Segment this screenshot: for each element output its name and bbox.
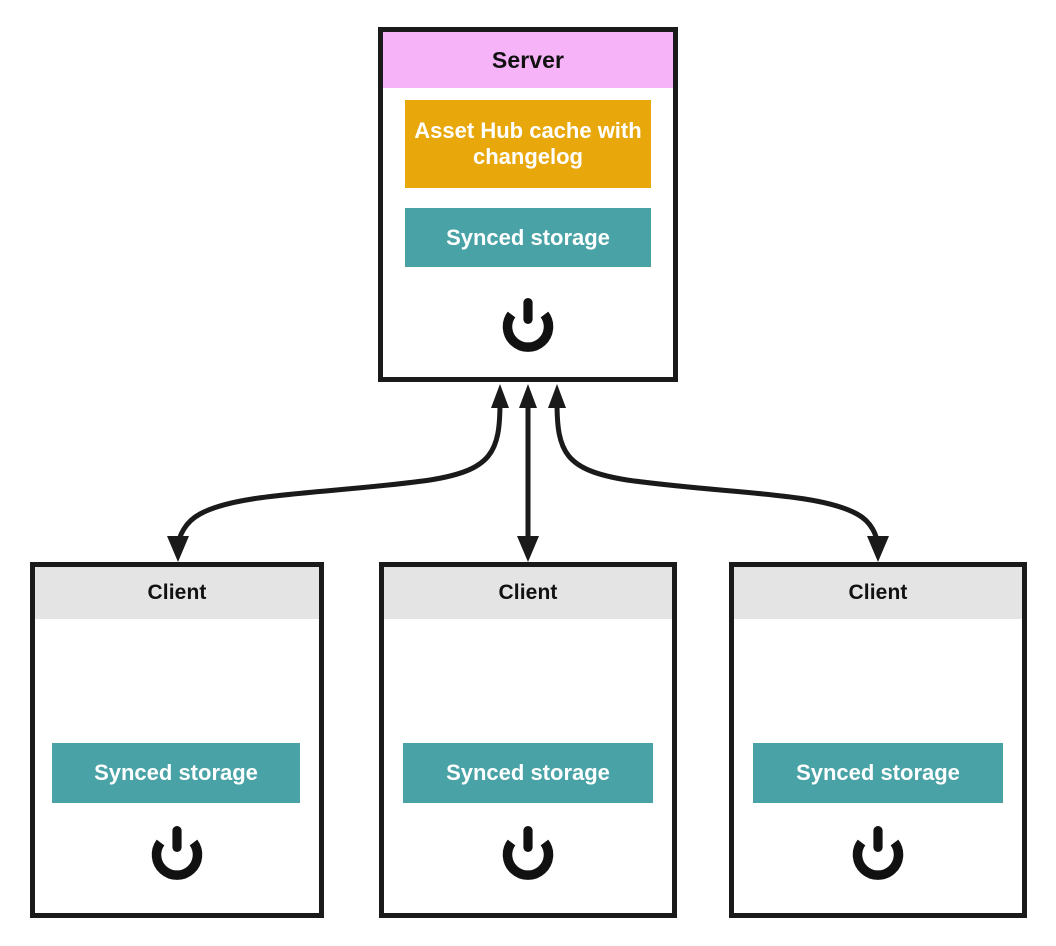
client-1-title: Client — [35, 567, 319, 619]
arrowhead-up-right — [548, 384, 566, 408]
client-node-3[interactable]: Client Synced storage — [729, 562, 1027, 918]
client-3-component-synced-storage[interactable]: Synced storage — [753, 743, 1003, 803]
client-node-1[interactable]: Client Synced storage — [30, 562, 324, 918]
client-1-component-synced-storage[interactable]: Synced storage — [52, 743, 300, 803]
client-node-2[interactable]: Client Synced storage — [379, 562, 677, 918]
arrowhead-down-middle — [517, 536, 539, 562]
server-node[interactable]: Server Asset Hub cache with changelog Sy… — [378, 27, 678, 382]
arrowhead-up-middle — [519, 384, 537, 408]
client-1-power-icon[interactable] — [143, 822, 211, 886]
server-title: Server — [383, 32, 673, 88]
client-3-power-icon[interactable] — [844, 822, 912, 886]
arrowhead-down-right — [867, 536, 889, 562]
server-component-asset-hub-cache[interactable]: Asset Hub cache with changelog — [405, 100, 651, 188]
connector-server-client-2 — [517, 384, 539, 562]
arrowhead-down-left — [167, 536, 189, 562]
client-3-title: Client — [734, 567, 1022, 619]
server-component-synced-storage[interactable]: Synced storage — [405, 208, 651, 267]
client-2-title: Client — [384, 567, 672, 619]
arrowhead-up-left — [491, 384, 509, 408]
client-2-component-synced-storage[interactable]: Synced storage — [403, 743, 653, 803]
connector-server-client-1 — [167, 384, 509, 562]
client-2-power-icon[interactable] — [494, 822, 562, 886]
connector-server-client-3 — [548, 384, 889, 562]
server-power-icon[interactable] — [494, 294, 562, 358]
